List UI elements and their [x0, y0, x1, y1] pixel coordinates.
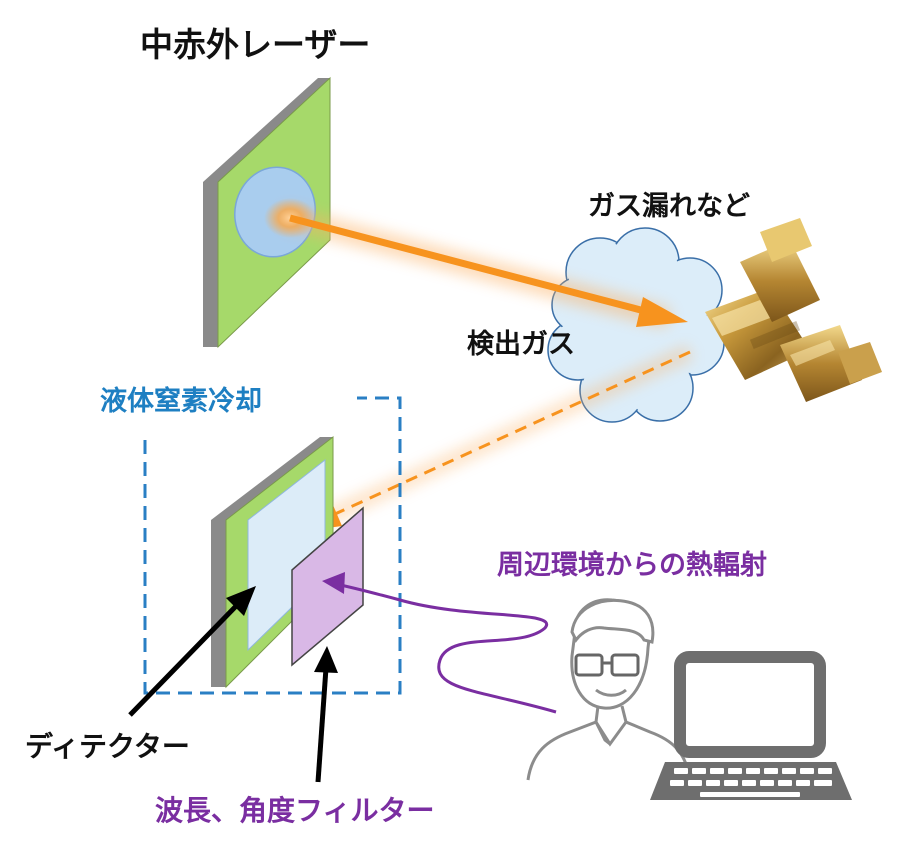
filter-pointer-arrow [314, 646, 338, 782]
laser-label: 中赤外レーザー [140, 28, 370, 61]
reflected-beam [283, 352, 690, 546]
brass-fitting-icon [705, 218, 882, 402]
gas-cloud-icon [548, 228, 724, 422]
thermal-radiation-label: 周辺環境からの熱輻射 [497, 552, 767, 579]
detect-gas-label: 検出ガス [467, 331, 575, 358]
laptop-icon [650, 657, 852, 800]
cooling-label: 液体窒素冷却 [100, 388, 262, 415]
filter-label: 波長、角度フィルター [155, 797, 434, 825]
detector-label: ディテクター [25, 733, 190, 761]
leak-label: ガス漏れなど [588, 193, 750, 220]
person-icon [528, 600, 690, 780]
